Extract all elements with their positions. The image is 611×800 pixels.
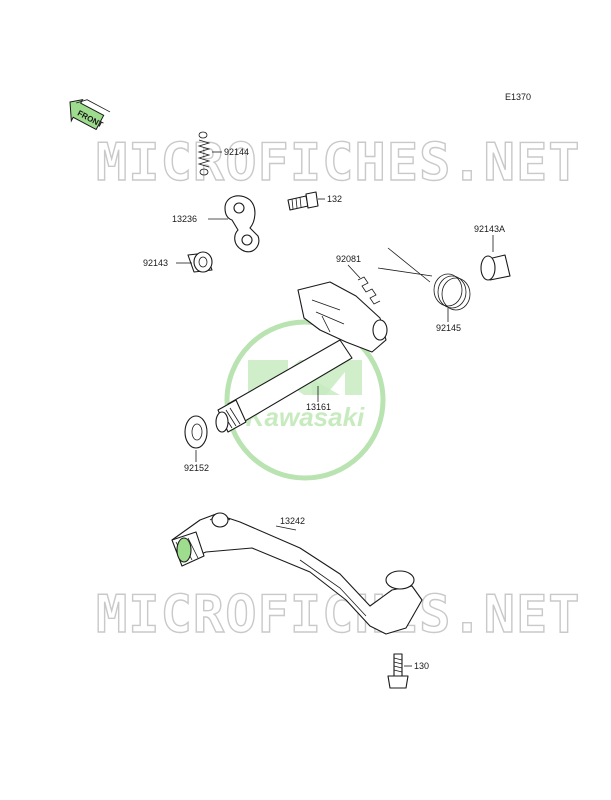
part-92145-torsion-spring[interactable]: 92145 (377, 247, 471, 333)
label-130[interactable]: 130 (414, 661, 429, 671)
part-13242-shift-pedal[interactable]: 13242 (171, 512, 423, 635)
label-92081[interactable]: 92081 (336, 254, 361, 264)
part-132-bolt[interactable]: 132 (287, 191, 342, 211)
watermark: MICROFICHES.NET MICROFICHES.NET Kawasaki (95, 132, 581, 645)
part-92143-collar[interactable]: 92143 (143, 251, 213, 273)
part-130-bolt[interactable]: 130 (387, 653, 429, 689)
label-13236[interactable]: 13236 (172, 214, 197, 224)
label-92143a[interactable]: 92143A (474, 224, 505, 234)
label-92152[interactable]: 92152 (184, 463, 209, 473)
diagram-code: E1370 (505, 92, 531, 102)
label-92145[interactable]: 92145 (436, 323, 461, 333)
part-92081-spring[interactable]: 92081 (336, 254, 381, 305)
watermark-text-top: MICROFICHES.NET (96, 133, 581, 193)
part-92152-seal[interactable]: 92152 (184, 415, 209, 473)
label-132[interactable]: 132 (327, 194, 342, 204)
part-13161-shift-shaft[interactable]: 13161 (215, 281, 388, 433)
label-13161[interactable]: 13161 (306, 402, 331, 412)
label-92143[interactable]: 92143 (143, 258, 168, 268)
part-13236-lever[interactable]: 13236 (172, 195, 260, 253)
part-92144-spring[interactable]: 92144 (197, 131, 249, 176)
front-arrow-icon: FRONT (69, 98, 111, 131)
watermark-text-bottom: MICROFICHES.NET (96, 585, 581, 645)
part-92143a-collar[interactable]: 92143A (474, 224, 511, 281)
label-13242[interactable]: 13242 (280, 516, 305, 526)
label-92144[interactable]: 92144 (224, 147, 249, 157)
